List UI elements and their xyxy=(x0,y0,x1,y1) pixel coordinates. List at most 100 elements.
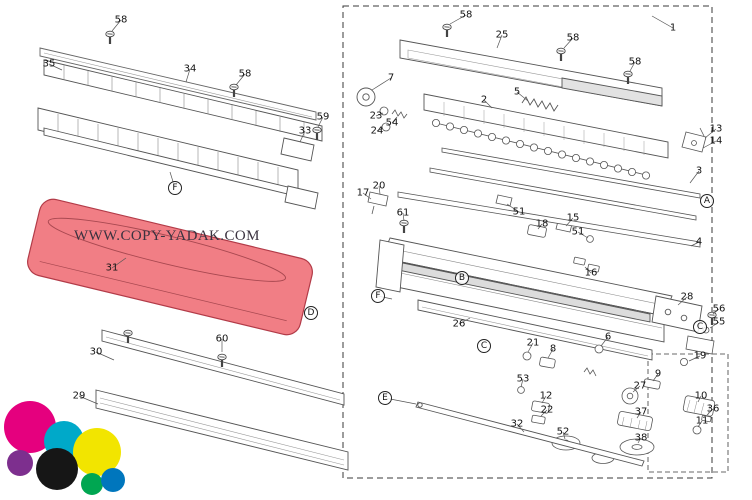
holder-8 xyxy=(539,356,556,369)
logo-circle-black xyxy=(36,448,78,490)
platen-cover-body xyxy=(27,198,313,336)
lower-rail-26 xyxy=(417,299,653,361)
leader-line xyxy=(704,128,717,139)
spring-5 xyxy=(521,96,559,112)
leader-line xyxy=(458,317,471,325)
leader-line xyxy=(636,411,642,419)
leader-line xyxy=(527,342,534,353)
logo-circle-purple xyxy=(7,450,33,476)
leader-line xyxy=(185,68,191,83)
sub-assembly-dashed-box xyxy=(647,353,729,473)
mirror-bracket xyxy=(284,185,319,210)
leader-line xyxy=(377,295,393,300)
watermark-text: WWW.COPY-YADAK.COM xyxy=(74,228,260,244)
bottom-parts-cluster xyxy=(517,344,716,464)
scan-rod-4 xyxy=(397,191,701,248)
leader-line xyxy=(709,321,720,329)
leader-line xyxy=(600,336,609,347)
leader-line xyxy=(371,77,392,91)
leader-line xyxy=(378,185,381,195)
leader-line xyxy=(95,351,115,361)
main-assembly-dashed-box xyxy=(342,5,713,479)
beaded-drive-shaft xyxy=(431,119,651,180)
logo-circles xyxy=(4,401,125,495)
holder-12 xyxy=(531,400,550,414)
leader-line xyxy=(384,397,417,405)
leader-line xyxy=(537,223,543,230)
leader-line xyxy=(632,385,641,393)
platen-cushion-outline xyxy=(47,217,287,282)
leader-line xyxy=(584,266,592,274)
carriage-end-33 xyxy=(280,137,315,162)
bushing-21 xyxy=(522,351,532,361)
highlighted-platen-cover-31 xyxy=(27,198,313,336)
screw-icon xyxy=(441,23,453,39)
logo-circle-yellow xyxy=(73,428,121,476)
leader-line xyxy=(376,127,384,132)
leader-line xyxy=(111,19,122,32)
leader-line xyxy=(652,373,659,382)
screw-icon xyxy=(398,219,410,235)
leader-line xyxy=(637,437,642,444)
lower-rail-60 xyxy=(101,329,345,406)
leader-line xyxy=(362,192,372,200)
leader-line xyxy=(697,420,703,428)
logo-circle-green xyxy=(81,473,103,495)
leader-line xyxy=(516,91,529,102)
screw-icon xyxy=(555,47,567,63)
bottom-duct-29 xyxy=(95,389,349,471)
top-rail-35 xyxy=(39,47,317,121)
leader-line xyxy=(702,140,717,149)
right-edge-parts xyxy=(680,326,715,366)
leader-line xyxy=(547,348,554,359)
logo-circle-magenta xyxy=(4,401,56,453)
leader-line xyxy=(506,203,520,213)
bracket-17-20 xyxy=(367,191,389,215)
screw-icon xyxy=(706,311,718,327)
leader-lines xyxy=(48,14,720,444)
leader-line xyxy=(689,170,700,184)
leader-line xyxy=(317,116,324,128)
clip-22 xyxy=(531,414,546,425)
leader-line xyxy=(677,296,688,306)
logo-circle-blue xyxy=(101,468,125,492)
cap-11 xyxy=(692,425,702,435)
leader-line xyxy=(712,308,720,315)
power-pack-10 xyxy=(682,395,716,417)
leader-line xyxy=(629,61,636,72)
leader-line xyxy=(697,395,702,403)
leader-line xyxy=(111,257,127,269)
cam-gear-7 xyxy=(356,87,376,107)
leader-line xyxy=(48,63,63,71)
lamp-carriage-assembly xyxy=(37,107,319,210)
leader-line xyxy=(540,409,548,417)
leader-line xyxy=(375,112,384,117)
leader-line xyxy=(516,423,525,433)
end-bracket-28 xyxy=(651,295,703,333)
guide-rail-34 xyxy=(43,59,323,142)
leader-line xyxy=(577,231,589,239)
screw-icon xyxy=(104,30,116,46)
leader-line xyxy=(483,99,493,109)
roller-9 xyxy=(643,378,661,390)
top-cover-25 xyxy=(399,39,663,107)
torsion-rod-32 xyxy=(415,401,645,467)
leader-line xyxy=(449,14,467,25)
leader-line xyxy=(496,34,503,49)
leader-line xyxy=(688,355,701,362)
tab-36 xyxy=(701,415,712,423)
bracket-13-14 xyxy=(681,127,707,153)
leader-line xyxy=(169,171,176,189)
leader-line xyxy=(78,395,99,405)
leader-line xyxy=(651,15,674,29)
leader-line xyxy=(299,130,306,143)
leader-line xyxy=(562,431,566,440)
leader-line xyxy=(391,116,398,124)
clips-16 xyxy=(573,256,600,273)
leader-line xyxy=(563,37,574,49)
leader-line xyxy=(690,241,700,247)
leader-line xyxy=(706,408,714,416)
chassis-left-bracket xyxy=(375,239,405,293)
